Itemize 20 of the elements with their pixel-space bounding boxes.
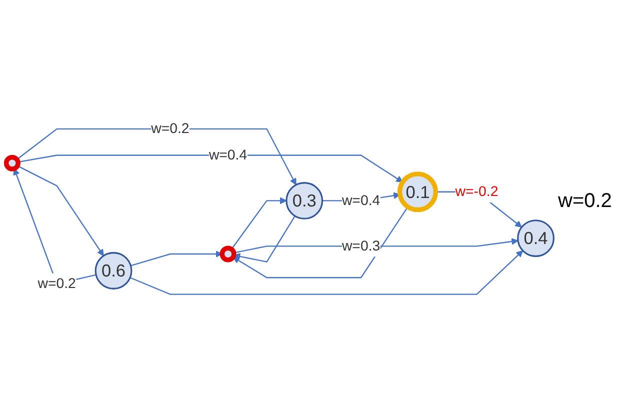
edge-label: w=0.4 [208,147,248,163]
arrow [17,165,104,256]
edge-label: w=0.3 [342,238,380,254]
weight-label: w=0.2 [558,190,613,213]
arrow [130,250,222,266]
arrow [231,197,287,250]
edge-label: w=-0.2 [455,184,498,200]
node-circle: 0.3 [286,182,324,220]
node-circle: 0.4 [517,220,554,258]
node-circle: 0.1 [397,172,438,212]
arrow [16,128,296,186]
edge-label: w=0.2 [38,276,76,292]
node-circle [4,154,20,172]
arrow [130,250,524,295]
arrow [232,206,408,278]
edge-label: w=0.2 [151,120,190,136]
node-circle: 0.6 [94,252,132,290]
edge-label: w=0.4 [342,192,380,208]
node-circle [220,246,236,262]
arrow [234,216,296,263]
